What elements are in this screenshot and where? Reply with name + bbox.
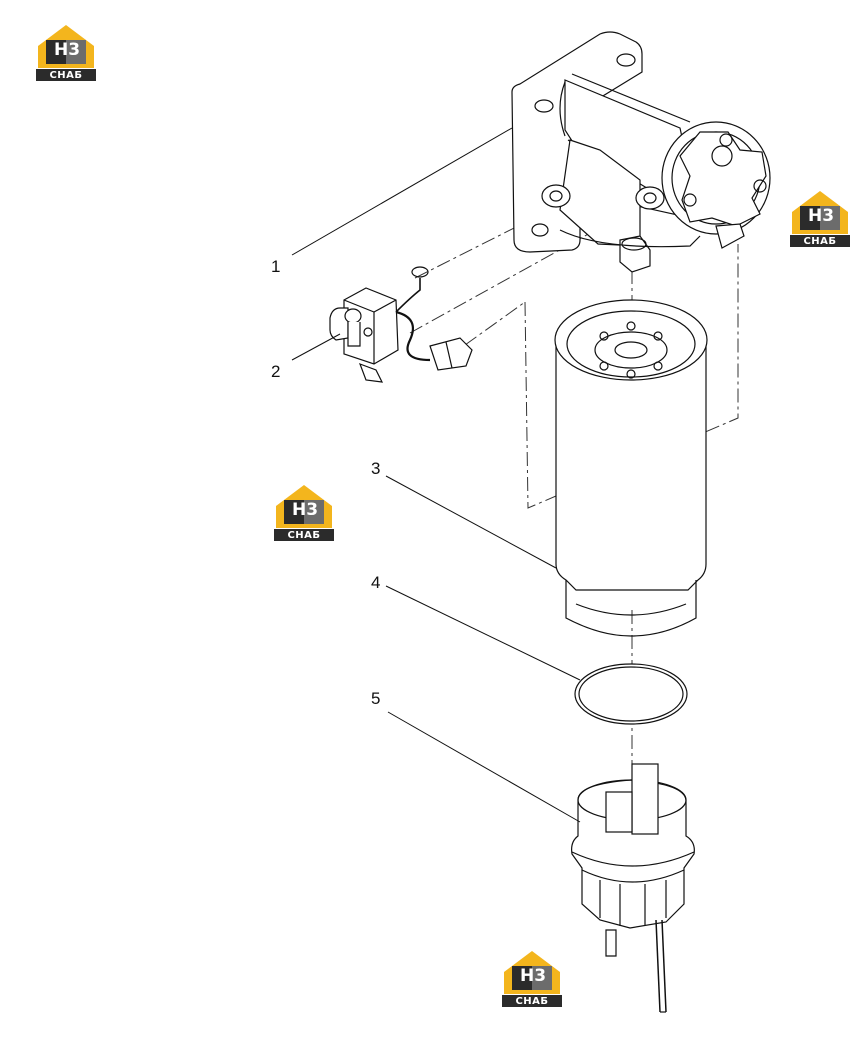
callout-label-3: 3 <box>371 459 381 478</box>
filter-head-housing <box>511 31 771 273</box>
water-bowl-drain <box>571 763 695 1013</box>
filter-cartridge <box>554 299 708 637</box>
callout-label-4: 4 <box>371 573 381 592</box>
house-logo-icon <box>502 951 562 1007</box>
sensor-switch-assembly <box>329 266 473 383</box>
logo-subtitle: СНАБ <box>287 530 321 541</box>
logo-letter-primary: H <box>53 40 69 60</box>
logo-subtitle: СНАБ <box>515 996 549 1007</box>
logo-letter-secondary: 3 <box>68 40 81 60</box>
logo-letter-secondary: 3 <box>822 206 835 226</box>
house-logo-icon <box>36 25 96 81</box>
leader-line-2 <box>291 333 341 361</box>
callout-label-1: 1 <box>271 257 281 276</box>
house-logo-icon <box>790 191 850 247</box>
logo-letter-primary: H <box>291 500 307 520</box>
leader-line-3 <box>385 475 557 569</box>
brand-logo: H3 СНАБ <box>500 948 564 1008</box>
brand-logo: H3 СНАБ <box>788 188 852 248</box>
leader-lines <box>291 127 581 823</box>
logo-subtitle: СНАБ <box>49 70 83 81</box>
callout-label-2: 2 <box>271 362 281 381</box>
brand-logo: H3 СНАБ <box>272 482 336 542</box>
logo-letter-primary: H <box>519 966 535 986</box>
logo-letter-secondary: 3 <box>534 966 547 986</box>
house-logo-icon <box>274 485 334 541</box>
leader-line-1 <box>291 127 513 256</box>
leader-line-4 <box>385 585 581 681</box>
leader-line-5 <box>387 711 581 823</box>
logo-letter-secondary: 3 <box>306 500 319 520</box>
logo-subtitle: СНАБ <box>803 236 837 247</box>
logo-letter-primary: H <box>807 206 823 226</box>
sealing-ring <box>574 663 688 725</box>
brand-logo: H3 СНАБ <box>34 22 98 82</box>
callout-label-5: 5 <box>371 689 381 708</box>
